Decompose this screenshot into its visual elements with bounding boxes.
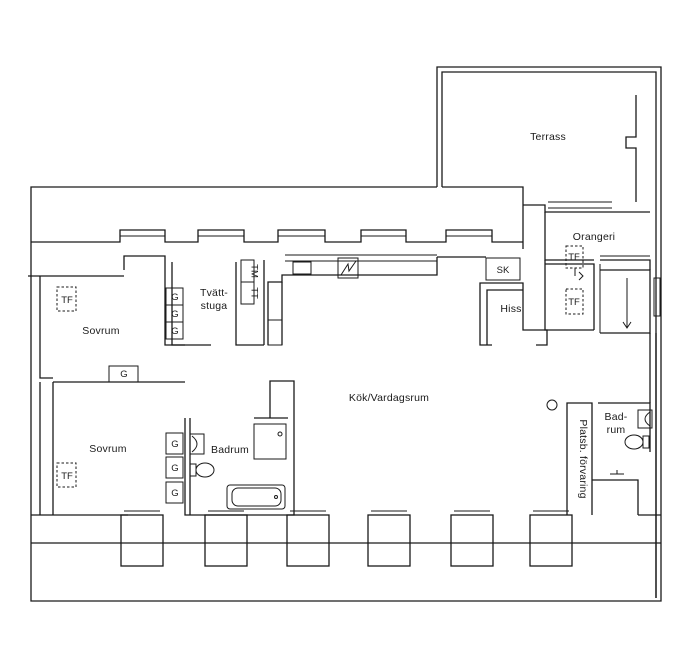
svg-text:G: G — [171, 292, 178, 303]
fixture-g-label: G — [120, 369, 127, 380]
bedroom-top: G TF G G G Sovrum — [39, 276, 185, 383]
svg-text:G: G — [171, 439, 178, 450]
room-label-elevator: Hiss — [500, 303, 521, 315]
elevator: Hiss — [479, 282, 548, 346]
room-label-bathroom-main: Badrum — [211, 444, 249, 456]
laundry: TM TT Tvätt- stuga — [171, 259, 265, 346]
stove-icon — [337, 257, 359, 279]
room-label-orangery: Orangeri — [573, 231, 615, 243]
fixture-tt-label: TT — [249, 287, 260, 299]
tf-label-orangery-1: TF — [568, 252, 580, 263]
svg-text:G: G — [171, 488, 178, 499]
svg-text:G: G — [171, 309, 178, 320]
room-label-laundry-2: stuga — [201, 300, 228, 312]
sink-icon — [189, 433, 205, 455]
room-label-bathroom-small-1: Bad- — [605, 411, 628, 423]
sink-icon — [637, 409, 653, 429]
svg-text:G: G — [171, 463, 178, 474]
room-label-kitchen-living: Kök/Vardagsrum — [349, 392, 429, 404]
wardrobe-bottom: G G G — [165, 432, 184, 504]
toilet-icon — [189, 462, 215, 478]
room-label-terrace: Terrass — [530, 131, 566, 143]
room-label-bedroom-bottom: Sovrum — [89, 443, 126, 455]
stair-arrow-icon — [622, 278, 632, 329]
wardrobe-top: G G G — [165, 287, 184, 340]
room-label-bathroom-small-2: rum — [607, 424, 626, 436]
toilet-icon — [624, 434, 650, 450]
tf-label-bedroom-bottom: TF — [61, 471, 73, 482]
tf-label-orangery-2: TF — [568, 297, 580, 308]
fixture-sk-label: SK — [497, 265, 510, 276]
room-label-storage: Platsb. förvaring — [577, 419, 589, 498]
tf-label-bedroom-top: TF — [61, 295, 73, 306]
bedroom-bottom: TF G G G Sovrum — [39, 382, 184, 515]
kitchen: SK Kök/Vardagsrum — [267, 254, 521, 404]
bathroom-main: Badrum — [184, 380, 295, 516]
room-label-laundry-1: Tvätt- — [200, 287, 228, 299]
terrace: Terrass — [523, 95, 650, 213]
svg-text:G: G — [171, 326, 178, 337]
bathroom-small: Bad- rum — [592, 402, 653, 515]
fixture-tm-label: TM — [249, 264, 260, 278]
orangery: TF TF Orangeri — [544, 212, 661, 334]
outer-walls — [30, 66, 662, 602]
storage: Platsb. förvaring — [546, 399, 593, 515]
bottom-windows — [120, 510, 573, 567]
right-hall — [649, 333, 657, 598]
room-label-bedroom-top: Sovrum — [82, 325, 119, 337]
